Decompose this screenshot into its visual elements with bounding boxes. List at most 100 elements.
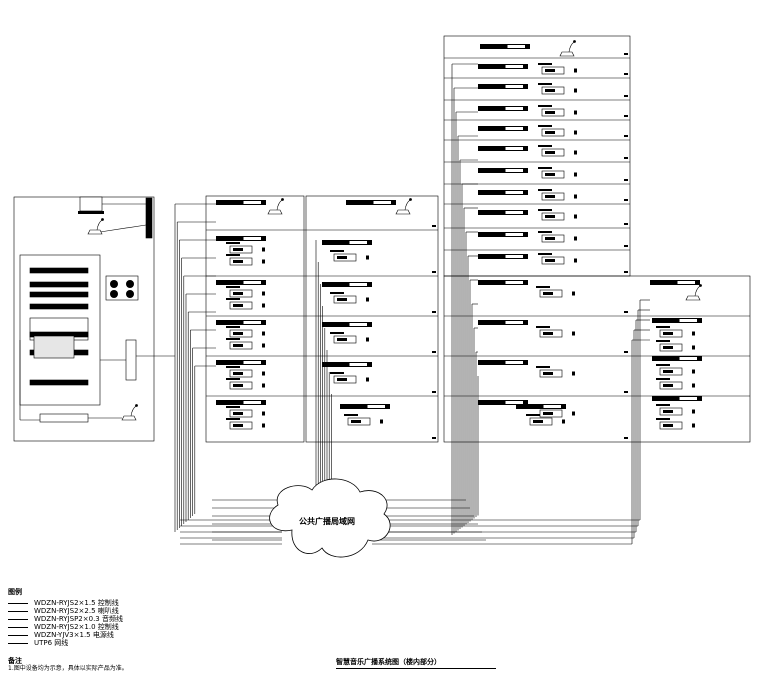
microphone-base [559, 51, 575, 57]
speaker-icon [574, 172, 577, 177]
zone-module [538, 63, 577, 75]
amplifier-panel [505, 169, 523, 172]
zone-module [526, 414, 565, 426]
zone-module [330, 250, 369, 262]
speaker-cone [110, 280, 118, 288]
amplifier-body [478, 168, 528, 173]
speaker-icon [262, 303, 265, 308]
speaker-icon [692, 409, 695, 414]
amplifier-unit [216, 320, 266, 325]
zone-controller-screen [545, 173, 555, 176]
amplifier-unit [478, 360, 528, 365]
amplifier-body [478, 360, 528, 365]
amplifier-body [322, 322, 372, 327]
amplifier-body [478, 210, 528, 215]
zone-controller-screen [233, 248, 243, 251]
wireless-receiver [39, 413, 89, 423]
zone-tag [226, 378, 240, 380]
amplifier-panel [373, 201, 391, 204]
amplifier-panel [243, 201, 261, 204]
diagram-caption: 智慧音乐广播系统图（楼内部分） [336, 657, 496, 669]
zone-tag [536, 366, 550, 368]
microphone-head [281, 198, 284, 201]
zone-controller-screen [337, 256, 347, 259]
zone-controller-screen [233, 292, 243, 295]
microphone-stem [130, 405, 137, 417]
legend-title: 图例 [8, 588, 22, 596]
building-a-frame [205, 195, 305, 443]
frames [13, 35, 751, 443]
level-mark [624, 95, 628, 97]
zone-tag [226, 418, 240, 420]
level-mark [624, 73, 628, 75]
notes: 备注 1.图中设备均为示意，具体以实际产品为准。 [8, 657, 308, 673]
amplifier-body [340, 404, 390, 409]
amplifier-panel [679, 319, 697, 322]
building-c-lower-frame [443, 275, 751, 443]
amplifier-panel [505, 401, 523, 404]
zone-module [538, 253, 577, 265]
level-mark [432, 391, 436, 393]
zone-tag [330, 292, 344, 294]
legend-row: WDZN-YJV3×1.5 电源线 [8, 631, 208, 639]
amplifier-unit [478, 232, 528, 237]
speaker-icon [692, 423, 695, 428]
zone-controller-screen [533, 420, 543, 423]
zone-tag [226, 254, 240, 256]
zone-controller-screen [545, 237, 555, 240]
microphone-icon [685, 284, 702, 301]
speaker-icon [574, 68, 577, 73]
cloud-shape [269, 478, 391, 558]
zone-tag [538, 125, 552, 127]
amplifier-panel [679, 357, 697, 360]
amplifier-unit [216, 400, 266, 405]
level-mark [432, 271, 436, 273]
level-mark [624, 245, 628, 247]
building-c-upper-frame [443, 35, 631, 277]
microphone-icon [267, 198, 284, 215]
speaker-icon [574, 130, 577, 135]
zone-tag [656, 326, 670, 328]
speaker-icon [366, 297, 369, 302]
speaker-icon [574, 214, 577, 219]
zone-module [656, 404, 695, 416]
amplifier-panel [349, 283, 367, 286]
microphone-icon [87, 218, 104, 235]
amplifier-panel [349, 241, 367, 244]
microphone-head [101, 218, 104, 221]
speaker-icon [574, 258, 577, 263]
legend-line [8, 626, 28, 628]
speaker-icon [262, 383, 265, 388]
amplifier-panel [505, 361, 523, 364]
amplifier-body [478, 126, 528, 131]
amplifier-body [480, 44, 530, 49]
amplifier-panel [505, 127, 523, 130]
microphone-icon [559, 40, 576, 57]
amplifier-unit [652, 318, 702, 323]
amplifier-unit [216, 200, 266, 205]
level-mark [432, 225, 436, 227]
zone-controller-screen [543, 332, 553, 335]
speaker-icon [692, 345, 695, 350]
rack-device [29, 267, 89, 274]
zone-controller-screen [233, 260, 243, 263]
zone-module [226, 418, 265, 430]
zone-module [536, 286, 575, 298]
zone-tag [536, 326, 550, 328]
speaker-icon [692, 383, 695, 388]
zone-module [536, 326, 575, 338]
zone-tag [344, 414, 358, 416]
zone-controller-screen [545, 69, 555, 72]
amplifier-body [322, 282, 372, 287]
amplifier-panel [505, 321, 523, 324]
microphone-head [409, 198, 412, 201]
amplifier-panel [243, 281, 261, 284]
amplifier-panel [505, 191, 523, 194]
amplifier-unit [322, 322, 372, 327]
level-mark [432, 311, 436, 313]
zone-controller-screen [233, 344, 243, 347]
zone-controller-screen [543, 412, 553, 415]
amplifier-unit [340, 404, 390, 409]
zone-tag [226, 242, 240, 244]
microphone-base [685, 295, 701, 301]
